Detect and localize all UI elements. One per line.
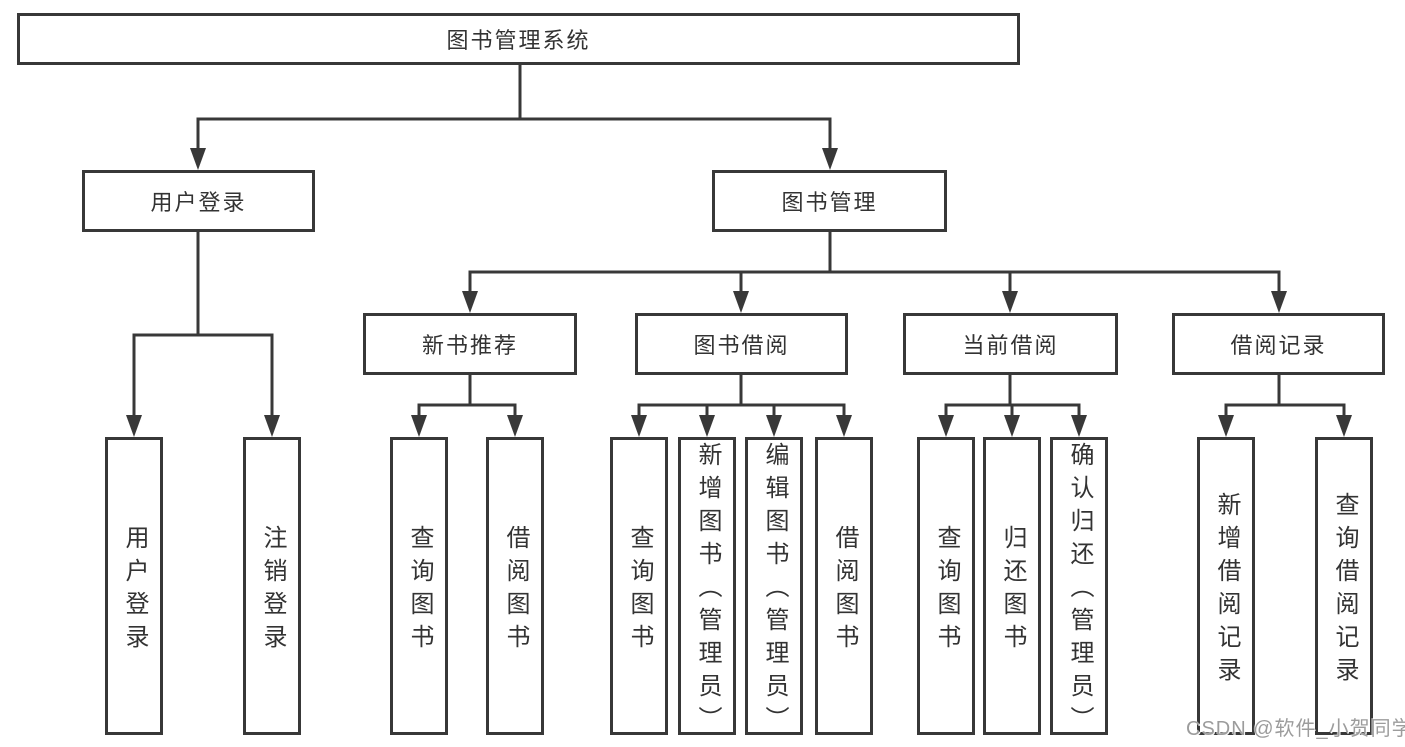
arrow-down-icon xyxy=(822,148,838,170)
node-user-login-leaf: 用户登录 xyxy=(105,437,163,735)
arrow-down-icon xyxy=(631,415,647,437)
node-library-management-system: 图书管理系统 xyxy=(17,13,1020,65)
leaf-label: 借阅图书 xyxy=(502,524,529,657)
arrow-down-icon xyxy=(126,415,142,437)
leaf-label: 新增借阅记录 xyxy=(1213,491,1240,690)
node-book-borrowing: 图书借阅 xyxy=(635,313,848,375)
leaf-label: 查询图书 xyxy=(406,524,433,657)
arrow-down-icon xyxy=(507,415,523,437)
arrow-down-icon xyxy=(1002,291,1018,313)
leaf-label: 用户登录 xyxy=(121,524,148,657)
edge-records-to-leaves xyxy=(1224,375,1346,418)
leaf-label: 新增图书（管理员） xyxy=(694,442,721,739)
arrow-down-icon xyxy=(1071,415,1087,437)
edge-root-to-level2 xyxy=(196,65,832,152)
node-logout: 注销登录 xyxy=(243,437,301,735)
node-confirm-return-admin: 确认归还（管理员） xyxy=(1050,437,1108,739)
node-borrowing-records: 借阅记录 xyxy=(1172,313,1385,375)
leaf-label: 查询图书 xyxy=(933,524,960,657)
node-query-borrow-record: 查询借阅记录 xyxy=(1315,437,1373,735)
leaf-label: 查询图书 xyxy=(626,524,653,657)
node-add-borrow-record: 新增借阅记录 xyxy=(1197,437,1255,735)
edge-current-to-leaves xyxy=(944,375,1081,418)
arrow-down-icon xyxy=(1218,415,1234,437)
arrow-down-icon xyxy=(462,291,478,313)
leaf-label: 编辑图书（管理员） xyxy=(761,442,788,739)
node-add-books-admin: 新增图书（管理员） xyxy=(678,437,736,739)
node-borrow-books-recommend: 借阅图书 xyxy=(486,437,544,735)
node-query-books-borrowing: 查询图书 xyxy=(610,437,668,735)
leaf-label: 注销登录 xyxy=(259,524,286,657)
arrowheads xyxy=(126,148,1352,437)
node-borrow-books: 借阅图书 xyxy=(815,437,873,735)
arrow-down-icon xyxy=(699,415,715,437)
arrow-down-icon xyxy=(733,291,749,313)
watermark: CSDN @软件_小贺同学 xyxy=(1186,718,1405,740)
node-new-book-recommendation: 新书推荐 xyxy=(363,313,577,375)
node-current-borrowing: 当前借阅 xyxy=(903,313,1118,375)
node-query-books-recommend: 查询图书 xyxy=(390,437,448,735)
arrow-down-icon xyxy=(411,415,427,437)
arrow-down-icon xyxy=(264,415,280,437)
node-book-management: 图书管理 xyxy=(712,170,947,232)
leaf-label: 确认归还（管理员） xyxy=(1066,442,1093,739)
arrow-down-icon xyxy=(766,415,782,437)
arrow-down-icon xyxy=(938,415,954,437)
arrow-down-icon xyxy=(1336,415,1352,437)
arrow-down-icon xyxy=(1271,291,1287,313)
edge-new-book-to-leaves xyxy=(417,375,517,418)
node-edit-books-admin: 编辑图书（管理员） xyxy=(745,437,803,739)
leaf-label: 借阅图书 xyxy=(831,524,858,657)
leaf-label: 查询借阅记录 xyxy=(1331,491,1358,690)
node-query-books-current: 查询图书 xyxy=(917,437,975,735)
node-user-login: 用户登录 xyxy=(82,170,315,232)
node-return-books: 归还图书 xyxy=(983,437,1041,735)
edge-user-login-to-leaves xyxy=(132,232,274,418)
arrow-down-icon xyxy=(190,148,206,170)
arrow-down-icon xyxy=(1004,415,1020,437)
edge-book-management-to-level3 xyxy=(468,232,1281,294)
leaf-label: 归还图书 xyxy=(999,524,1026,657)
edge-borrowing-to-leaves xyxy=(637,375,846,418)
arrow-down-icon xyxy=(836,415,852,437)
